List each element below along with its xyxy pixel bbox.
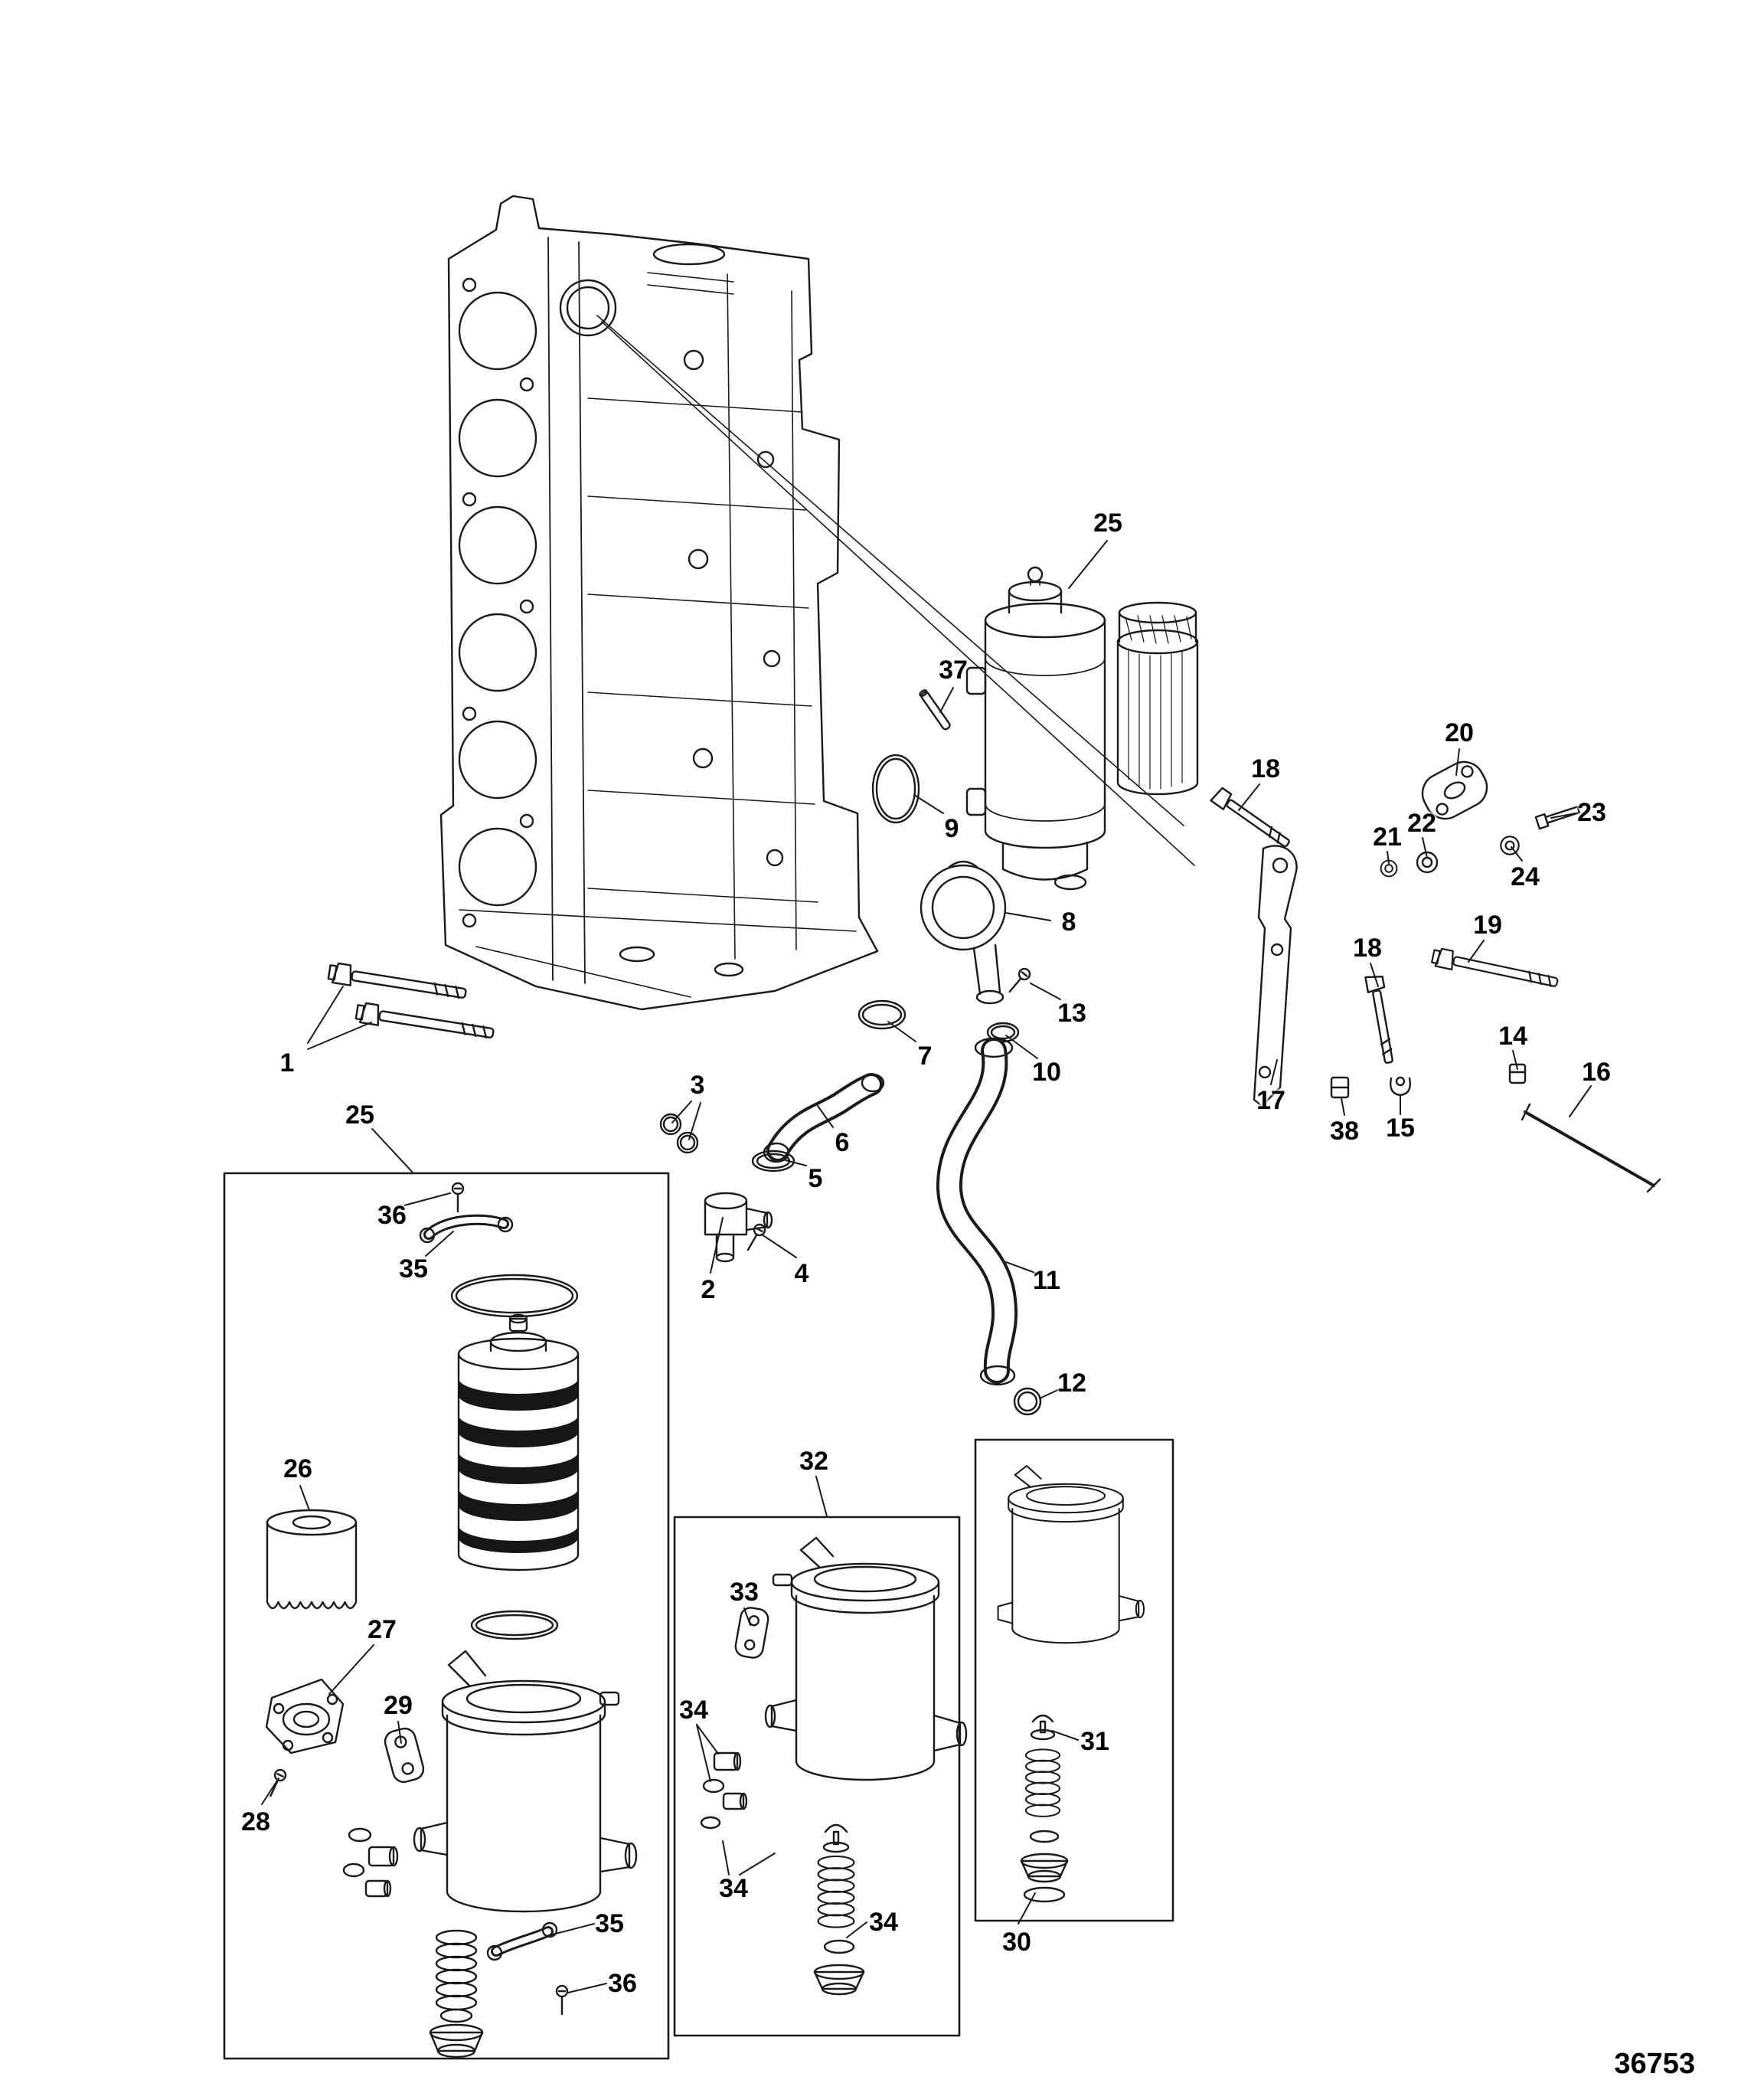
washer-24 [1500,836,1520,855]
bolt-18-lower [1364,973,1399,1065]
o-ring-12 [1013,1387,1042,1416]
mount-bolts [326,961,496,1045]
water-hose-6 [763,1073,885,1163]
fuel-pump-assembly [965,566,1199,891]
engine-block [439,195,1195,1011]
leader-lines [261,540,1592,1993]
clip-15 [1390,1076,1411,1097]
mount-bracket-17 [1253,845,1298,1107]
dowel-pin [919,689,951,731]
bolt-18-upper [1210,786,1294,852]
detail-box-32 [673,1516,968,2037]
clip-38 [1330,1076,1350,1099]
gasket-plate-20 [1421,760,1488,820]
link-rod-16 [1521,1103,1661,1193]
bolt-19 [1430,946,1560,993]
adapter-housing [920,860,1034,1005]
o-ring-9 [871,754,920,824]
o-rings-3 [659,1113,699,1154]
screw-23 [1534,806,1581,830]
hose-clamp-7 [858,999,906,1030]
clip-14 [1508,1063,1527,1084]
long-hose-11 [936,1037,1018,1386]
diagram-number: 36753 [1614,2048,1695,2080]
detail-box-30 [974,1438,1174,1922]
detail-box-25 [223,1172,670,2060]
